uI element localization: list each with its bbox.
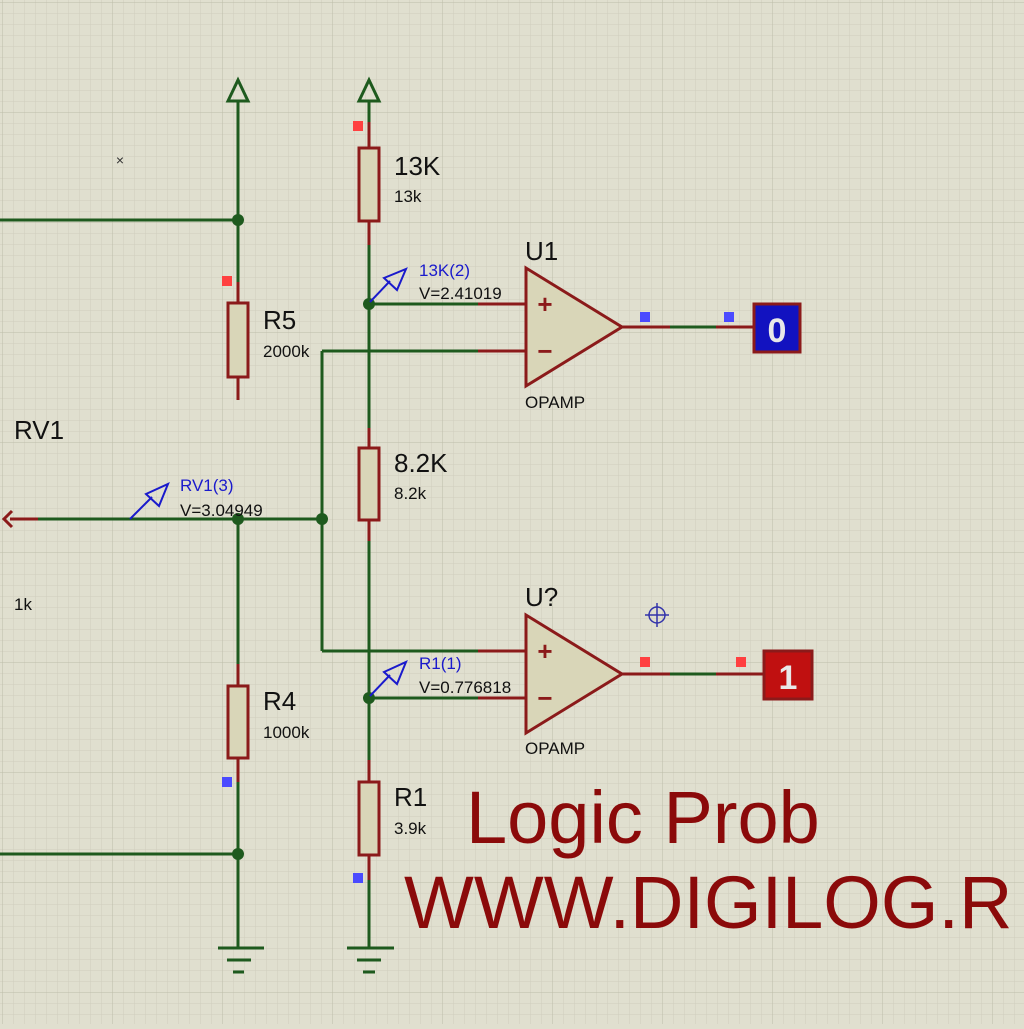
resistor-r4-ref: R4 <box>263 686 296 716</box>
probe-rv1-reading: V=3.04949 <box>180 501 263 520</box>
wires <box>0 101 716 948</box>
resistor-13k[interactable] <box>357 146 381 223</box>
logic-probe-out2[interactable]: 1 <box>762 649 814 701</box>
pin-stubs <box>10 122 764 880</box>
logic-probe-out1-state: 0 <box>768 312 787 350</box>
opamp-u2[interactable]: + − <box>524 612 625 736</box>
opamp-u2-minus-sign: − <box>537 683 552 713</box>
resistor-8-2k[interactable] <box>357 446 381 522</box>
probe-r1-name: R1(1) <box>419 654 462 673</box>
pin-marker-blue <box>640 312 650 322</box>
ground-left <box>218 946 264 974</box>
rv1-value: 1k <box>14 595 32 614</box>
stray-marker: × <box>116 152 124 168</box>
opamp-u2-ref: U? <box>525 582 558 612</box>
resistor-13k-ref: 13K <box>394 151 441 181</box>
probe-13k-name: 13K(2) <box>419 261 470 280</box>
opamp-u2-type: OPAMP <box>525 739 585 758</box>
opamp-u2-plus-sign: + <box>537 636 552 666</box>
pin-marker-red <box>640 657 650 667</box>
junction-dot <box>232 513 244 525</box>
resistor-13k-value: 13k <box>394 187 422 206</box>
ground-right <box>347 946 394 974</box>
pin-marker-red <box>736 657 746 667</box>
resistor-r1-value: 3.9k <box>394 819 427 838</box>
opamp-u1-minus-sign: − <box>537 336 552 366</box>
pin-marker-red <box>353 121 363 131</box>
opamp-u1-plus-sign: + <box>537 289 552 319</box>
pin-state-markers <box>222 121 746 883</box>
opamp-u1-type: OPAMP <box>525 393 585 412</box>
voltage-probe-13k[interactable] <box>369 267 408 303</box>
logic-probe-out2-state: 1 <box>779 659 798 697</box>
opamp-u1[interactable]: + − <box>524 265 625 389</box>
junction-dot <box>232 214 244 226</box>
resistor-r5-value: 2000k <box>263 342 310 361</box>
rv1-ref: RV1 <box>14 415 64 445</box>
resistor-8-2k-ref: 8.2K <box>394 448 448 478</box>
probe-r1-reading: V=0.776818 <box>419 678 511 697</box>
probe-13k-reading: V=2.41019 <box>419 284 502 303</box>
overlay-title-line1: Logic Prob <box>466 776 820 859</box>
rv1-wiper-arrow <box>1 509 14 529</box>
resistor-r5[interactable] <box>226 301 250 379</box>
resistor-r4[interactable] <box>226 684 250 760</box>
resistor-r1[interactable] <box>357 780 381 857</box>
probe-rv1-name: RV1(3) <box>180 476 234 495</box>
pin-marker-blue <box>222 777 232 787</box>
resistor-r5-ref: R5 <box>263 305 296 335</box>
voltage-probe-rv1[interactable] <box>129 482 170 520</box>
pin-marker-blue <box>724 312 734 322</box>
pin-marker-blue <box>353 873 363 883</box>
opamp-u1-ref: U1 <box>525 236 558 266</box>
junction-dot <box>232 848 244 860</box>
resistor-r1-ref: R1 <box>394 782 427 812</box>
junction-dot <box>316 513 328 525</box>
overlay-title-line2: WWW.DIGILOG.R <box>404 861 1012 944</box>
resistor-r4-value: 1000k <box>263 723 310 742</box>
resistor-8-2k-value: 8.2k <box>394 484 427 503</box>
cursor-crosshair-icon <box>645 603 669 627</box>
voltage-probe-r1[interactable] <box>369 660 408 697</box>
logic-probe-out1[interactable]: 0 <box>752 302 802 354</box>
pin-marker-red <box>222 276 232 286</box>
